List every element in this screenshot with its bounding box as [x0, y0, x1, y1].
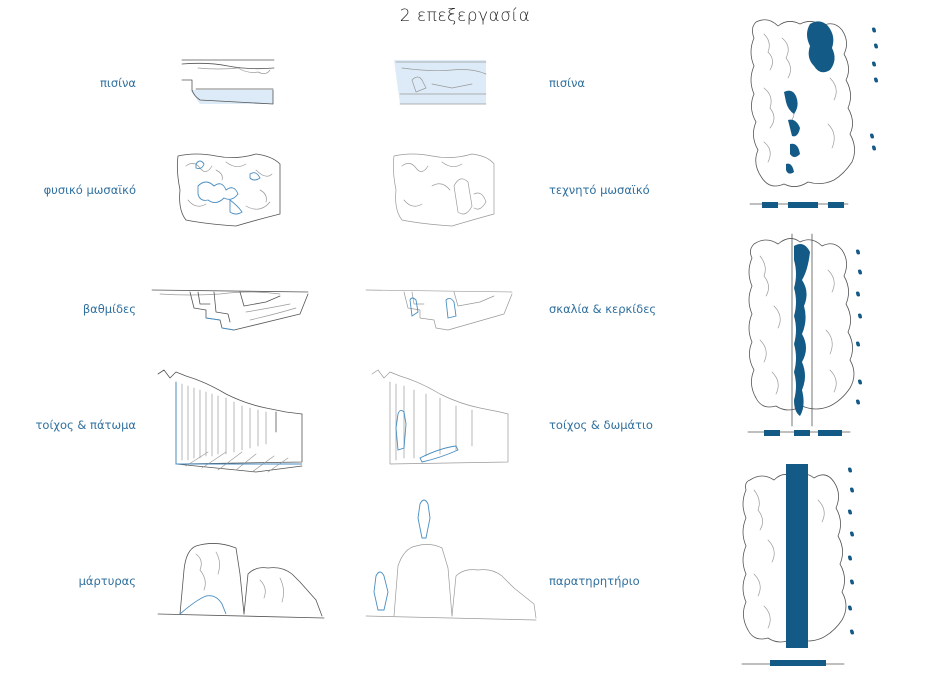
label-stairs-bleachers: σκαλία & κερκίδες	[549, 302, 657, 316]
steps-sketch	[151, 289, 309, 331]
natural-mosaic-sketch	[176, 153, 281, 227]
observatory-sketch	[365, 499, 537, 621]
label-natural-mosaic: φυσικό μωσαϊκό	[43, 183, 136, 197]
pool-artificial-sketch	[394, 60, 487, 105]
artificial-mosaic-sketch	[392, 153, 495, 227]
pool-natural-sketch	[181, 59, 275, 105]
page-title: 2 επεξεργασία	[399, 6, 531, 26]
label-artificial-mosaic: τεχνητό μωσαϊκό	[549, 183, 650, 197]
plan-map-3	[741, 464, 854, 666]
wall-room-sketch	[371, 369, 509, 465]
label-pool-natural: πισίνα	[100, 76, 136, 90]
label-wall-room: τοίχος & δωμάτιο	[549, 418, 653, 432]
witness-sketch	[157, 543, 325, 619]
wall-floor-sketch	[157, 369, 303, 473]
label-wall-floor: τοίχος & πάτωμα	[35, 418, 136, 432]
plan-map-1	[749, 19, 878, 208]
label-observatory: παρατηρητήριο	[549, 574, 640, 588]
stairs-bleachers-sketch	[365, 289, 513, 331]
label-steps: βαθμίδες	[82, 302, 136, 316]
plan-map-2	[747, 233, 862, 436]
label-witness: μάρτυρας	[78, 574, 136, 588]
label-pool-artificial: πισίνα	[549, 76, 585, 90]
